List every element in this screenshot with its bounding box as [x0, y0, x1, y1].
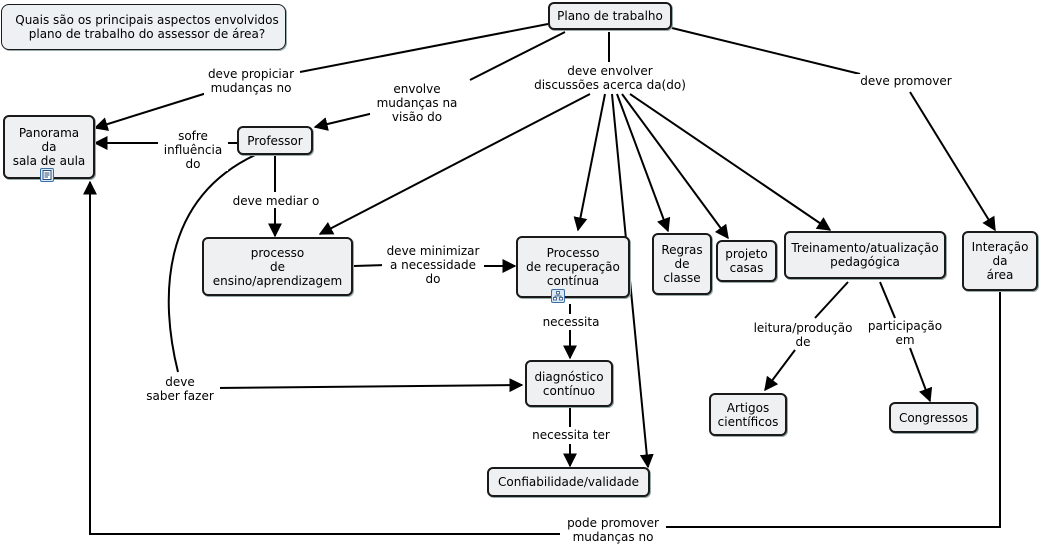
link-envolver-to-processo-ensino: [318, 93, 591, 235]
concept-projeto-casas[interactable]: projeto casas: [716, 240, 777, 282]
link-label-participacao: participação em: [862, 319, 948, 347]
concept-label: processo de ensino/aprendizagem: [212, 245, 343, 288]
concept-label: Regras de classe: [661, 243, 703, 285]
link-leitura-to-artigos: [764, 349, 796, 392]
link-label-envolve-mudancas: envolve mudanças na visão do: [370, 82, 464, 124]
link-plano-to-label-propiciar: [299, 23, 549, 73]
concept-label: Plano de trabalho: [557, 9, 663, 23]
link-label-deve-saber-fazer: deve saber fazer: [140, 375, 220, 403]
link-label-deve-mediar: deve mediar o: [227, 194, 325, 208]
document-resource-icon[interactable]: [40, 168, 54, 182]
concept-label: diagnóstico contínuo: [534, 369, 604, 398]
concept-confiabilidade[interactable]: Confiabilidade/validade: [487, 467, 650, 497]
concept-label: Panorama da sala de aula: [12, 126, 86, 168]
link-label-sofre-influencia: sofre influência do: [158, 129, 228, 171]
link-envolver-to-regras: [616, 93, 671, 233]
link-plano-to-label-envolve: [469, 31, 566, 81]
concept-label: Processo de recuperação contínua: [526, 246, 620, 288]
link-ensino-to-label-minimizar: [353, 264, 386, 267]
concept-artigos-cientificos[interactable]: Artigos científicos: [709, 393, 787, 436]
link-label-pode-promover: pode promover mudanças no: [560, 516, 666, 544]
link-treinamento-to-label-leitura: [814, 281, 849, 319]
concept-regras-de-classe[interactable]: Regras de classe: [652, 233, 712, 295]
concept-congressos[interactable]: Congressos: [889, 402, 978, 433]
link-professor-to-label-saber: [167, 154, 256, 373]
concept-processo-ensino[interactable]: processo de ensino/aprendizagem: [202, 237, 353, 296]
concept-map-resource-icon[interactable]: [551, 289, 565, 303]
focus-question: Quais são os principais aspectos envolvi…: [1, 4, 286, 50]
link-envolver-to-recuperacao: [573, 93, 606, 232]
concept-label: Professor: [247, 133, 303, 148]
concept-diagnostico[interactable]: diagnóstico contínuo: [525, 360, 613, 407]
link-label-necessita-ter: necessita ter: [525, 428, 617, 442]
link-treinamento-to-label-participacao: [879, 281, 896, 319]
concept-label: projeto casas: [725, 247, 768, 275]
link-envolver-to-projeto: [621, 93, 729, 240]
link-participacao-to-congressos: [909, 347, 933, 403]
link-label-necessita: necessita: [535, 315, 607, 329]
link-envolve-to-professor: [313, 111, 379, 131]
link-label-deve-promover: deve promover: [855, 74, 957, 88]
link-label-leitura-producao: leitura/produção de: [748, 321, 858, 349]
link-pode-to-panorama: [83, 180, 560, 535]
concept-professor[interactable]: Professor: [237, 126, 313, 155]
concept-label: Confiabilidade/validade: [498, 475, 639, 489]
concept-label: Congressos: [898, 410, 969, 425]
link-envolver-to-confiabilidade: [611, 93, 654, 469]
link-label-deve-envolver: deve envolver discussões acerca da(do): [529, 64, 691, 92]
link-propiciar-to-panorama: [93, 91, 211, 131]
link-interacao-to-label-pode: [663, 292, 1001, 528]
concept-plano-de-trabalho[interactable]: Plano de trabalho: [548, 2, 672, 30]
concept-label: Treinamento/atualização pedagógica: [791, 241, 939, 269]
focus-question-text: Quais são os principais aspectos envolvi…: [15, 13, 279, 41]
link-label-deve-minimizar: deve minimizar a necessidade do: [382, 244, 484, 286]
concept-processo-recuperacao[interactable]: Processo de recuperação contínua: [516, 236, 630, 298]
concept-interacao-da-area[interactable]: Interação da área: [962, 231, 1038, 291]
concept-treinamento[interactable]: Treinamento/atualização pedagógica: [784, 231, 946, 279]
concept-label: Interação da área: [971, 240, 1029, 282]
link-label-deve-propiciar: deve propiciar mudanças no: [204, 67, 298, 95]
link-saber-to-diagnostico: [215, 378, 524, 393]
link-promover-to-interacao: [909, 91, 996, 232]
concept-label: Artigos científicos: [717, 400, 779, 429]
link-envolver-to-treinamento: [629, 93, 832, 231]
link-plano-to-label-promover: [671, 27, 861, 75]
